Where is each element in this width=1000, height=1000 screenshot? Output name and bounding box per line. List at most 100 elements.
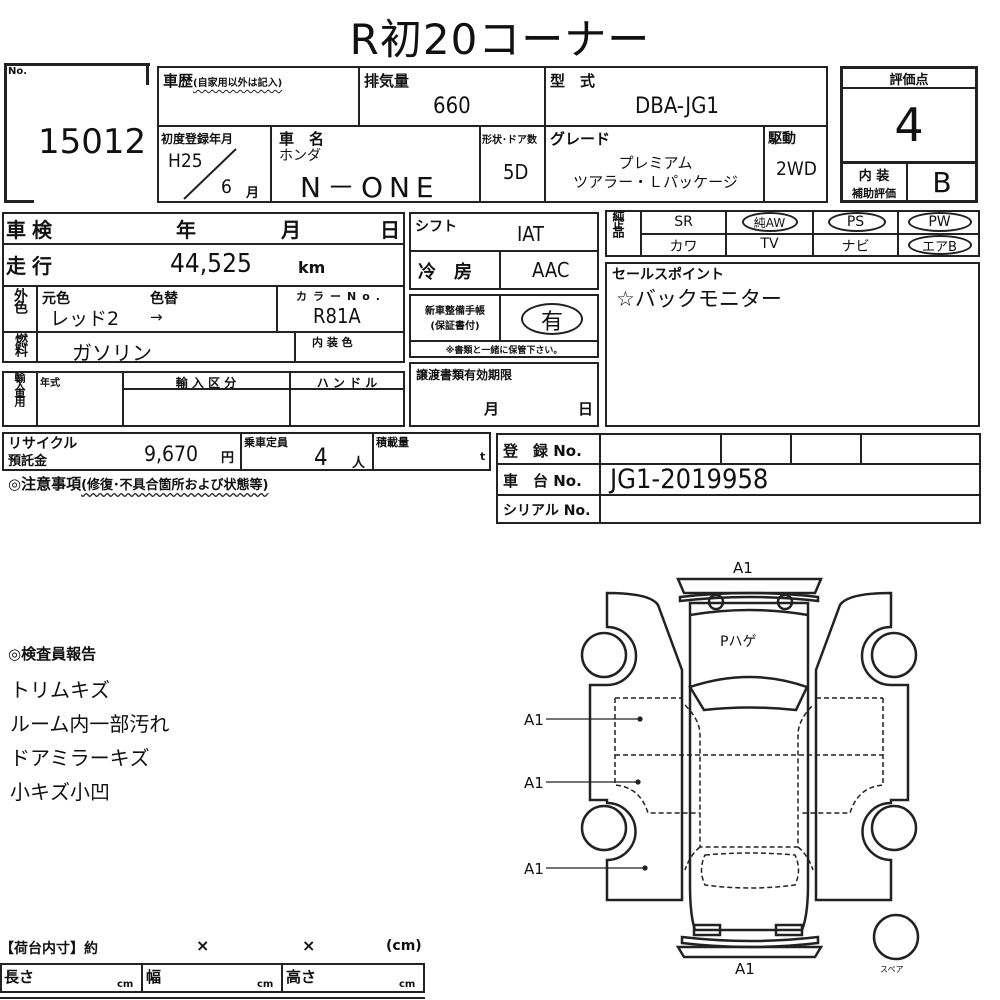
handle-label: ハ ン ド ル bbox=[316, 376, 378, 390]
rear-damage-mark: A1 bbox=[735, 960, 755, 978]
service-book-note: ※書類と一緒に保管下さい。 bbox=[445, 346, 563, 356]
first-registration-month: 6 bbox=[221, 176, 232, 198]
inspector-report-item: ルーム内一部汚れ bbox=[10, 712, 170, 736]
import-side-label: 輸入車用 bbox=[13, 372, 26, 404]
score-value: 4 bbox=[894, 98, 924, 152]
grade-label: グレード bbox=[550, 130, 611, 148]
genuine-part-circle bbox=[828, 212, 886, 232]
page-title: R初20コーナー bbox=[349, 15, 651, 64]
capacity-unit: 人 bbox=[352, 456, 366, 471]
inspection-label: 車検 bbox=[6, 218, 58, 242]
inspection-year-unit: 年 bbox=[176, 218, 196, 242]
grade-line-2: ツアラー・Ｌパッケージ bbox=[573, 173, 738, 191]
car-name-label: 車 名 bbox=[279, 130, 325, 148]
sales-point-box bbox=[605, 262, 980, 427]
displacement-value: 660 bbox=[433, 94, 471, 119]
genuine-part-navi: ナビ bbox=[841, 239, 870, 255]
color-number-label: カラーNo. bbox=[296, 290, 386, 303]
score-label: 評価点 bbox=[889, 73, 929, 88]
mileage-unit: km bbox=[298, 258, 326, 277]
first-registration-year: H25 bbox=[168, 150, 203, 172]
exterior-color-side-label: 外色 bbox=[12, 288, 28, 312]
left-damage-mark: A1 bbox=[524, 860, 544, 878]
fuel-side-label: 燃料 bbox=[12, 333, 27, 355]
transfer-docs-table bbox=[409, 362, 599, 427]
hood-note: Pハゲ bbox=[720, 634, 757, 650]
changed-color-label: 色替 bbox=[150, 291, 178, 307]
recycle-unit: 円 bbox=[221, 451, 235, 466]
cargo-length-label: 長さ bbox=[4, 968, 35, 986]
cargo-width-unit: cm bbox=[257, 979, 274, 990]
grade-line-1: プレミアム bbox=[618, 154, 693, 172]
drive-value: 2WD bbox=[776, 158, 817, 180]
original-color-value: レッド2 bbox=[50, 308, 120, 330]
interior-score-label-2: 補助評価 bbox=[852, 187, 896, 200]
genuine-part-ps: PS bbox=[846, 214, 865, 230]
interior-score-value: B bbox=[932, 166, 952, 199]
cargo-height-label: 高さ bbox=[286, 968, 317, 986]
history-label: 車歴(自家用以外は記入) bbox=[163, 72, 283, 90]
cargo-width-label: 幅 bbox=[146, 968, 162, 986]
transfer-day-unit: 日 bbox=[578, 400, 594, 418]
genuine-part-leather: カワ bbox=[669, 239, 698, 255]
import-year-label: 年式 bbox=[40, 378, 60, 389]
ac-label: 冷 房 bbox=[418, 262, 472, 283]
import-category-label: 輸 入 区 分 bbox=[175, 376, 237, 390]
fuel-value: ガソリン bbox=[72, 341, 152, 365]
cargo-title: 【荷台内寸】約 bbox=[0, 941, 98, 957]
ac-value: AAC bbox=[532, 258, 570, 282]
load-label: 積載量 bbox=[376, 436, 409, 449]
inspector-report-item: 小キズ小凹 bbox=[10, 780, 110, 804]
inspection-table bbox=[2, 212, 405, 363]
service-book-table bbox=[409, 294, 599, 358]
registration-table bbox=[496, 433, 981, 524]
genuine-part-airbag: エアB bbox=[922, 240, 957, 255]
service-book-value: 有 bbox=[540, 310, 563, 335]
lot-number-label: No. bbox=[8, 66, 28, 77]
cargo-length-unit: cm bbox=[117, 979, 134, 990]
cargo-unit: (cm) bbox=[386, 938, 422, 954]
lot-number: 15012 bbox=[38, 122, 147, 162]
car-name-value: N－ONE bbox=[300, 171, 440, 204]
service-book-circle bbox=[521, 303, 583, 335]
import-table bbox=[2, 371, 405, 427]
car-maker: ホンダ bbox=[279, 148, 321, 164]
genuine-part-sr: SR bbox=[674, 214, 693, 230]
interior-color-label: 内 装 色 bbox=[312, 336, 353, 349]
model-code-label: 型 式 bbox=[550, 72, 596, 90]
color-change-arrow: → bbox=[150, 308, 163, 326]
genuine-part-circle bbox=[742, 212, 798, 232]
genuine-parts-side-label: 純正品 bbox=[611, 210, 625, 234]
model-code-value: DBA-JG1 bbox=[635, 94, 720, 119]
cargo-times-1: × bbox=[196, 936, 210, 955]
capacity-label: 乗車定員 bbox=[244, 436, 288, 449]
capacity-value: 4 bbox=[314, 443, 328, 471]
inspection-month-unit: 月 bbox=[281, 218, 301, 242]
cargo-height-unit: cm bbox=[399, 979, 416, 990]
car-damage-diagram bbox=[546, 577, 920, 961]
service-book-label-2: (保証書付) bbox=[430, 321, 480, 332]
transfer-docs-label: 譲渡書類有効期限 bbox=[416, 368, 513, 382]
spare-tire-label: スペア bbox=[880, 965, 904, 974]
inspector-report-item: ドアミラーキズ bbox=[10, 746, 150, 770]
mileage-label: 走行 bbox=[6, 254, 58, 278]
recycle-capacity-table bbox=[2, 432, 491, 471]
drive-label: 駆動 bbox=[768, 131, 796, 147]
inspector-report-title: ◎検査員報告 bbox=[8, 645, 97, 663]
lot-number-box bbox=[4, 63, 150, 203]
genuine-part-tv: TV bbox=[760, 236, 779, 252]
shift-value: IAT bbox=[517, 222, 545, 246]
load-unit: t bbox=[480, 450, 486, 463]
inspector-report-item: トリムキズ bbox=[10, 678, 110, 702]
body-doors-label: 形状･ドア数 bbox=[482, 135, 537, 146]
vehicle-info-table bbox=[157, 66, 828, 203]
displacement-label: 排気量 bbox=[364, 72, 410, 90]
original-color-label: 元色 bbox=[42, 291, 70, 307]
month-unit: 月 bbox=[246, 186, 260, 201]
genuine-part-circle bbox=[908, 235, 972, 255]
genuine-part-alloy-wheel: 純AW bbox=[753, 216, 786, 230]
front-damage-mark: A1 bbox=[733, 559, 753, 577]
left-damage-mark: A1 bbox=[524, 711, 544, 729]
genuine-part-circle bbox=[908, 212, 972, 232]
service-book-label-1: 新車整備手帳 bbox=[425, 306, 485, 317]
